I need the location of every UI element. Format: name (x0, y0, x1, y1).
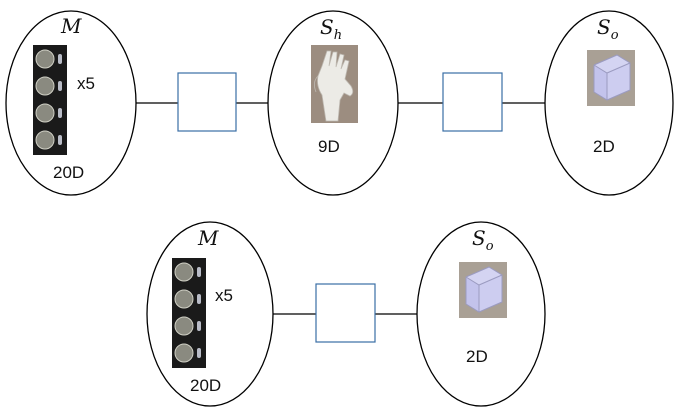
top-motor-image (32, 44, 68, 156)
top-motor-count: x5 (77, 74, 95, 93)
top-object-dims: 2D (593, 137, 615, 156)
bottom-motor-node: M x5 20D (146, 221, 274, 407)
bottom-object-node: So 2D (416, 221, 546, 407)
top-factor-1 (177, 72, 237, 132)
top-hand-dims: 9D (318, 137, 340, 156)
top-factor-2 (442, 72, 503, 132)
top-row: M x5 20D Sh 9D So 2D (5, 10, 674, 196)
top-object-symbol: So (597, 15, 619, 43)
bottom-motor-image (171, 257, 207, 369)
top-object-node: So 2D (544, 10, 674, 196)
robot-hand-image (311, 45, 358, 123)
bottom-motor-dims: 20D (190, 376, 221, 395)
top-hand-symbol: Sh (320, 15, 342, 43)
top-motor-dims: 20D (53, 163, 84, 182)
top-cube-image (586, 49, 636, 107)
bottom-motor-symbol: M (197, 226, 219, 250)
bottom-object-dims: 2D (466, 347, 488, 366)
top-motor-symbol: M (60, 14, 82, 38)
top-hand-node: Sh 9D (267, 10, 399, 196)
bottom-cube-image (458, 261, 508, 319)
bottom-object-symbol: So (472, 226, 494, 254)
top-motor-node: M x5 20D (5, 10, 137, 196)
bottom-factor (315, 283, 376, 343)
bottom-motor-count: x5 (215, 286, 233, 305)
bottom-row: M x5 20D So 2D (146, 221, 546, 407)
